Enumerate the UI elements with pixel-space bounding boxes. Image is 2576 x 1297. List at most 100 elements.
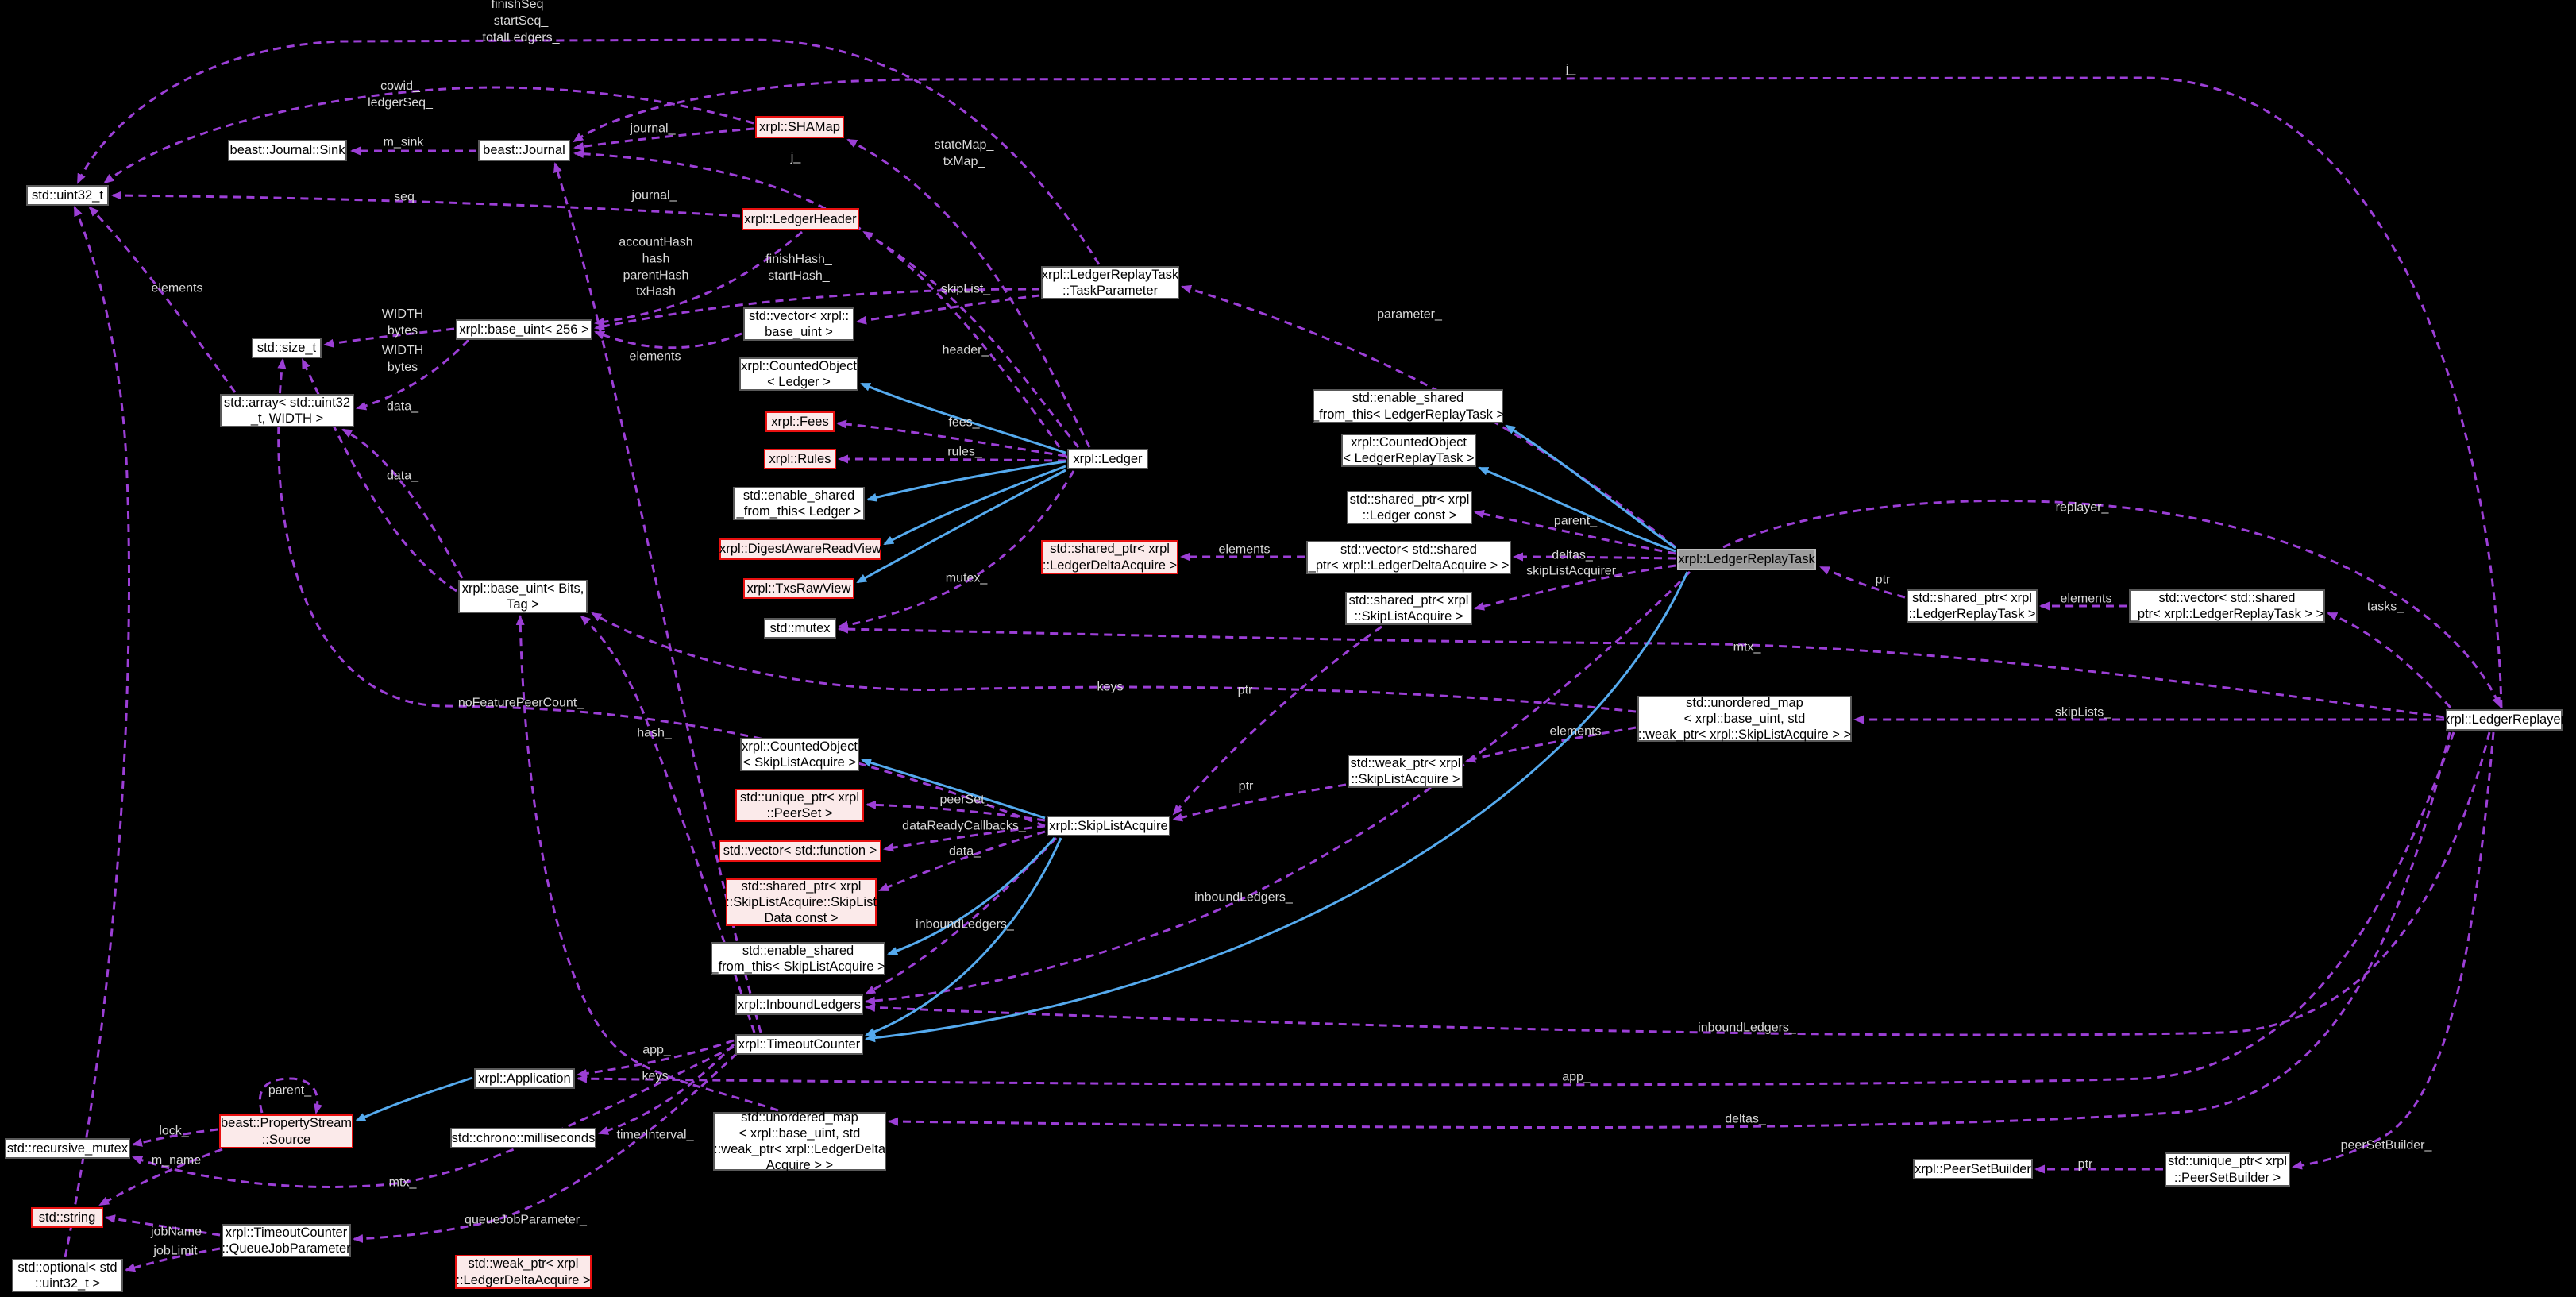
node-inbound[interactable]: xrpl::InboundLedgers (735, 994, 863, 1015)
edge-label-deltas_: deltas_ (1725, 1112, 1766, 1126)
edge-spSLA-to-SLA (1172, 625, 1382, 816)
edge-ledger-to-cntledger (860, 382, 1066, 454)
node-spSLD[interactable]: std::shared_ptr< xrpl ::SkipListAcquire:… (726, 878, 877, 926)
node-vecfn[interactable]: std::vector< std::function > (719, 840, 881, 862)
node-source[interactable]: beast::PropertyStream ::Source (219, 1114, 353, 1148)
edge-label-rules_: rules_ (947, 445, 982, 459)
node-baseuintBT[interactable]: xrpl::base_uint< Bits, Tag > (458, 580, 588, 613)
edge-qjp-to-str (105, 1214, 221, 1237)
node-app[interactable]: xrpl::Application (474, 1068, 575, 1089)
node-replayer[interactable]: xrpl::LedgerReplayer (2443, 709, 2565, 731)
node-sink[interactable]: beast::Journal::Sink (228, 140, 347, 161)
edge-label-tasks_: tasks_ (2366, 600, 2404, 614)
node-recmutex[interactable]: std::recursive_mutex (5, 1138, 130, 1159)
node-taskparam[interactable]: xrpl::LedgerReplayTask ::TaskParameter (1041, 266, 1179, 299)
node-sizet[interactable]: std::size_t (252, 338, 322, 358)
node-optional[interactable]: std::optional< std ::uint32_t > (12, 1259, 123, 1292)
node-spLRT[interactable]: std::shared_ptr< xrpl ::LedgerReplayTask… (1907, 589, 2038, 623)
edge-ledger-to-ledgerheader (862, 230, 1080, 448)
node-shamap[interactable]: xrpl::SHAMap (755, 116, 844, 138)
edge-LRT-to-cntLRT (1478, 466, 1676, 553)
node-psb[interactable]: xrpl::PeerSetBuilder (1913, 1159, 2033, 1179)
edge-SLA-to-vecfn (883, 824, 1046, 852)
edge-ledger-to-rules (838, 454, 1066, 464)
edge-label-jobName: jobName (150, 1225, 202, 1239)
edge-replayer-to-app (577, 731, 2455, 1087)
node-vecbase[interactable]: std::vector< xrpl:: base_uint > (743, 307, 854, 341)
edge-label-accountHash: accountHash hash parentHash txHash (619, 235, 693, 299)
node-rules[interactable]: xrpl::Rules (764, 449, 836, 469)
edge-baseuintBT-to-arr (341, 428, 464, 579)
edge-label-mtx_: mtx_ (388, 1175, 417, 1190)
node-journal[interactable]: beast::Journal (478, 140, 570, 161)
edge-SLA-to-sizet (277, 358, 1046, 828)
edge-label-parent_: parent_ (1553, 514, 1598, 528)
node-enLRT[interactable]: std::enable_shared _from_this< LedgerRep… (1312, 389, 1504, 423)
node-upPSB[interactable]: std::unique_ptr< xrpl ::PeerSetBuilder > (2165, 1152, 2290, 1187)
edge-label-elements: elements (1549, 724, 1602, 739)
node-str[interactable]: std::string (31, 1207, 103, 1228)
node-umapLDA[interactable]: std::unordered_map < xrpl::base_uint, st… (713, 1110, 886, 1173)
node-enledger[interactable]: std::enable_shared _from_this< Ledger > (733, 487, 865, 520)
edge-LRT-to-spLedgerConst (1474, 509, 1676, 555)
node-arr[interactable]: std::array< std::uint32 _t, WIDTH > (220, 394, 354, 427)
node-SLA[interactable]: xrpl::SkipListAcquire (1047, 816, 1170, 836)
edge-source-to-recmutex (132, 1128, 218, 1147)
node-txsraw[interactable]: xrpl::TxsRawView (743, 578, 854, 599)
edge-source-to-str (98, 1148, 223, 1206)
edge-label-cowid_: cowid_ ledgerSeq_ (368, 79, 433, 110)
node-mutex[interactable]: std::mutex (764, 618, 836, 639)
edge-source-to-source (258, 1077, 322, 1114)
edge-wpSLA-to-SLA (1172, 783, 1347, 822)
edge-timeout-to-millis (598, 1043, 735, 1135)
edge-label-stateMap_: stateMap_ txMap_ (934, 138, 994, 168)
edge-label-hash_: hash_ (637, 726, 672, 740)
node-umapSLA[interactable]: std::unordered_map < xrpl::base_uint, st… (1637, 695, 1852, 743)
edge-label-inboundLedgers_: inboundLedgers_ (1698, 1021, 1796, 1035)
node-spLedgerConst[interactable]: std::shared_ptr< xrpl ::Ledger const > (1347, 491, 1472, 524)
node-LRT[interactable]: xrpl::LedgerReplayTask (1677, 549, 1816, 570)
edge-label-j_: j_ (790, 150, 801, 164)
node-enSLA[interactable]: std::enable_shared _from_this< SkipListA… (711, 942, 885, 975)
node-millis[interactable]: std::chrono::milliseconds (450, 1128, 596, 1148)
edge-replayer-to-journal (573, 76, 2503, 708)
edge-SLA-to-cntSLA (861, 759, 1046, 820)
edge-baseuintBT-to-sizet (301, 358, 457, 593)
edge-arr-to-uint32 (88, 206, 237, 393)
edge-label-replayer_: replayer_ (2055, 500, 2109, 515)
node-timeout[interactable]: xrpl::TimeoutCounter (735, 1034, 863, 1055)
edge-label-dataReadyCallbacks_: dataReadyCallbacks_ (902, 819, 1026, 833)
node-base256[interactable]: xrpl::base_uint< 256 > (456, 319, 592, 340)
node-upPeerSet[interactable]: std::unique_ptr< xrpl ::PeerSet > (735, 789, 864, 822)
edge-ledger-to-dawrv (883, 465, 1066, 546)
edge-label-elements: elements (629, 349, 681, 364)
node-spSLA[interactable]: std::shared_ptr< xrpl ::SkipListAcquire … (1345, 592, 1472, 625)
edge-label-ptr: ptr (1237, 683, 1253, 697)
node-cntLRT[interactable]: xrpl::CountedObject < LedgerReplayTask > (1341, 434, 1476, 467)
node-uint32[interactable]: std::uint32_t (26, 185, 109, 206)
edge-label-WIDTH: WIDTH bytes (381, 307, 424, 338)
node-ledger[interactable]: xrpl::Ledger (1067, 449, 1148, 469)
node-cntledger[interactable]: xrpl::CountedObject < Ledger > (739, 357, 858, 391)
edge-label-peerSetBuilder_: peerSetBuilder_ (2340, 1138, 2432, 1152)
edge-label-WIDTH: WIDTH bytes (381, 344, 424, 374)
edge-label-peerSet_: peerSet_ (939, 793, 992, 807)
edge-base256-to-sizet (323, 327, 455, 348)
edge-umapSLA-to-wpSLA (1465, 726, 1637, 763)
edge-label-app_: app_ (1562, 1070, 1591, 1084)
edge-label-elements: elements (1218, 542, 1271, 557)
node-qjp[interactable]: xrpl::TimeoutCounter ::QueueJobParameter (222, 1224, 351, 1257)
node-wpLDA[interactable]: std::weak_ptr< xrpl ::LedgerDeltaAcquire… (455, 1255, 592, 1289)
edge-qjp-to-optional (125, 1247, 221, 1272)
node-cntSLA[interactable]: xrpl::CountedObject < SkipListAcquire > (740, 738, 859, 771)
node-fees[interactable]: xrpl::Fees (765, 411, 835, 432)
node-vecLRT[interactable]: std::vector< std::shared _ptr< xrpl::Led… (2129, 589, 2325, 623)
edge-SLA-to-timeout (865, 837, 1062, 1036)
edge-replayer-to-umapLDA (888, 731, 2451, 1129)
edge-label-data_: data_ (386, 469, 419, 483)
node-spLDA[interactable]: std::shared_ptr< xrpl ::LedgerDeltaAcqui… (1041, 540, 1178, 574)
node-ledgerheader[interactable]: xrpl::LedgerHeader (742, 208, 859, 230)
node-vecLDA[interactable]: std::vector< std::shared _ptr< xrpl::Led… (1306, 541, 1511, 574)
node-dawrv[interactable]: xrpl::DigestAwareReadView (719, 538, 881, 560)
node-wpSLA[interactable]: std::weak_ptr< xrpl ::SkipListAcquire > (1348, 755, 1463, 788)
